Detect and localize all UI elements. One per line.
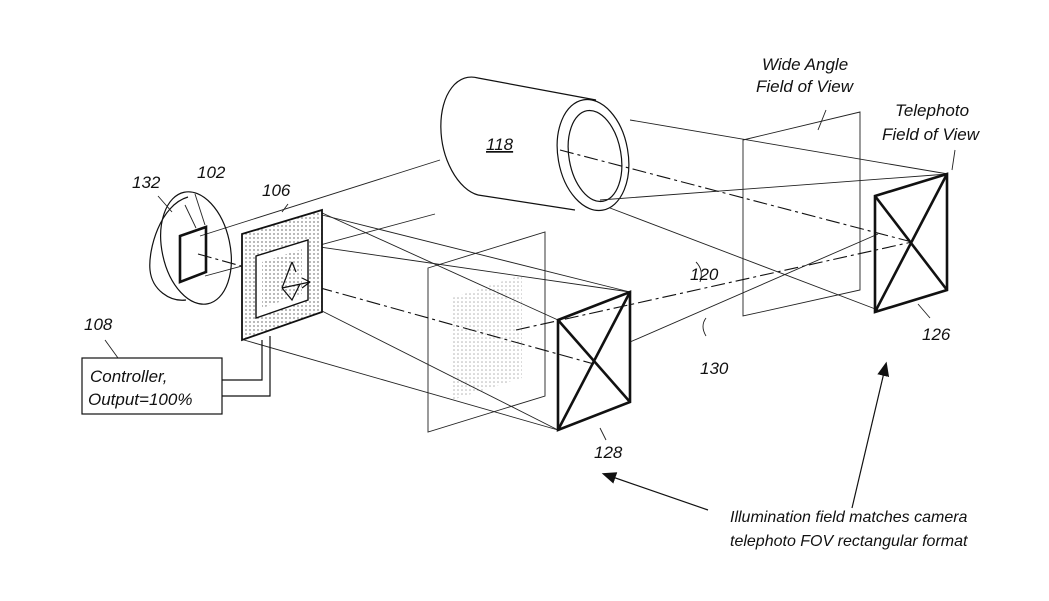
wide-angle-label-2: Field of View bbox=[756, 77, 855, 96]
projector-106 bbox=[241, 203, 323, 342]
illumination-screen-plane bbox=[427, 231, 546, 433]
controller-line-1: Controller, bbox=[90, 367, 167, 386]
telephoto-label-2: Field of View bbox=[882, 125, 981, 144]
ref-120: 120 bbox=[690, 265, 719, 284]
telephoto-label-1: Telephoto bbox=[895, 101, 969, 120]
lens-cylinder-118 bbox=[440, 76, 630, 212]
ref-126: 126 bbox=[922, 325, 951, 344]
ref-130: 130 bbox=[700, 359, 729, 378]
caption-line-1: Illumination field matches camera bbox=[730, 509, 968, 526]
caption-arrows bbox=[601, 361, 890, 511]
camera-body-102 bbox=[149, 191, 232, 305]
illumination-frame-128 bbox=[556, 290, 632, 432]
ref-118: 118 bbox=[486, 135, 514, 154]
controller-108: Controller, Output=100% bbox=[81, 336, 271, 415]
wide-angle-label-1: Wide Angle bbox=[762, 55, 848, 74]
caption-line-2: telephoto FOV rectangular format bbox=[730, 533, 968, 550]
ref-132: 132 bbox=[132, 173, 161, 192]
leader-lines bbox=[157, 109, 956, 441]
ref-128: 128 bbox=[594, 443, 623, 462]
ref-108: 108 bbox=[84, 315, 113, 334]
ref-102: 102 bbox=[197, 163, 226, 182]
controller-line-2: Output=100% bbox=[88, 390, 192, 409]
sensor-132 bbox=[178, 225, 208, 284]
ref-106: 106 bbox=[262, 181, 291, 200]
telephoto-frame-126 bbox=[873, 172, 949, 314]
